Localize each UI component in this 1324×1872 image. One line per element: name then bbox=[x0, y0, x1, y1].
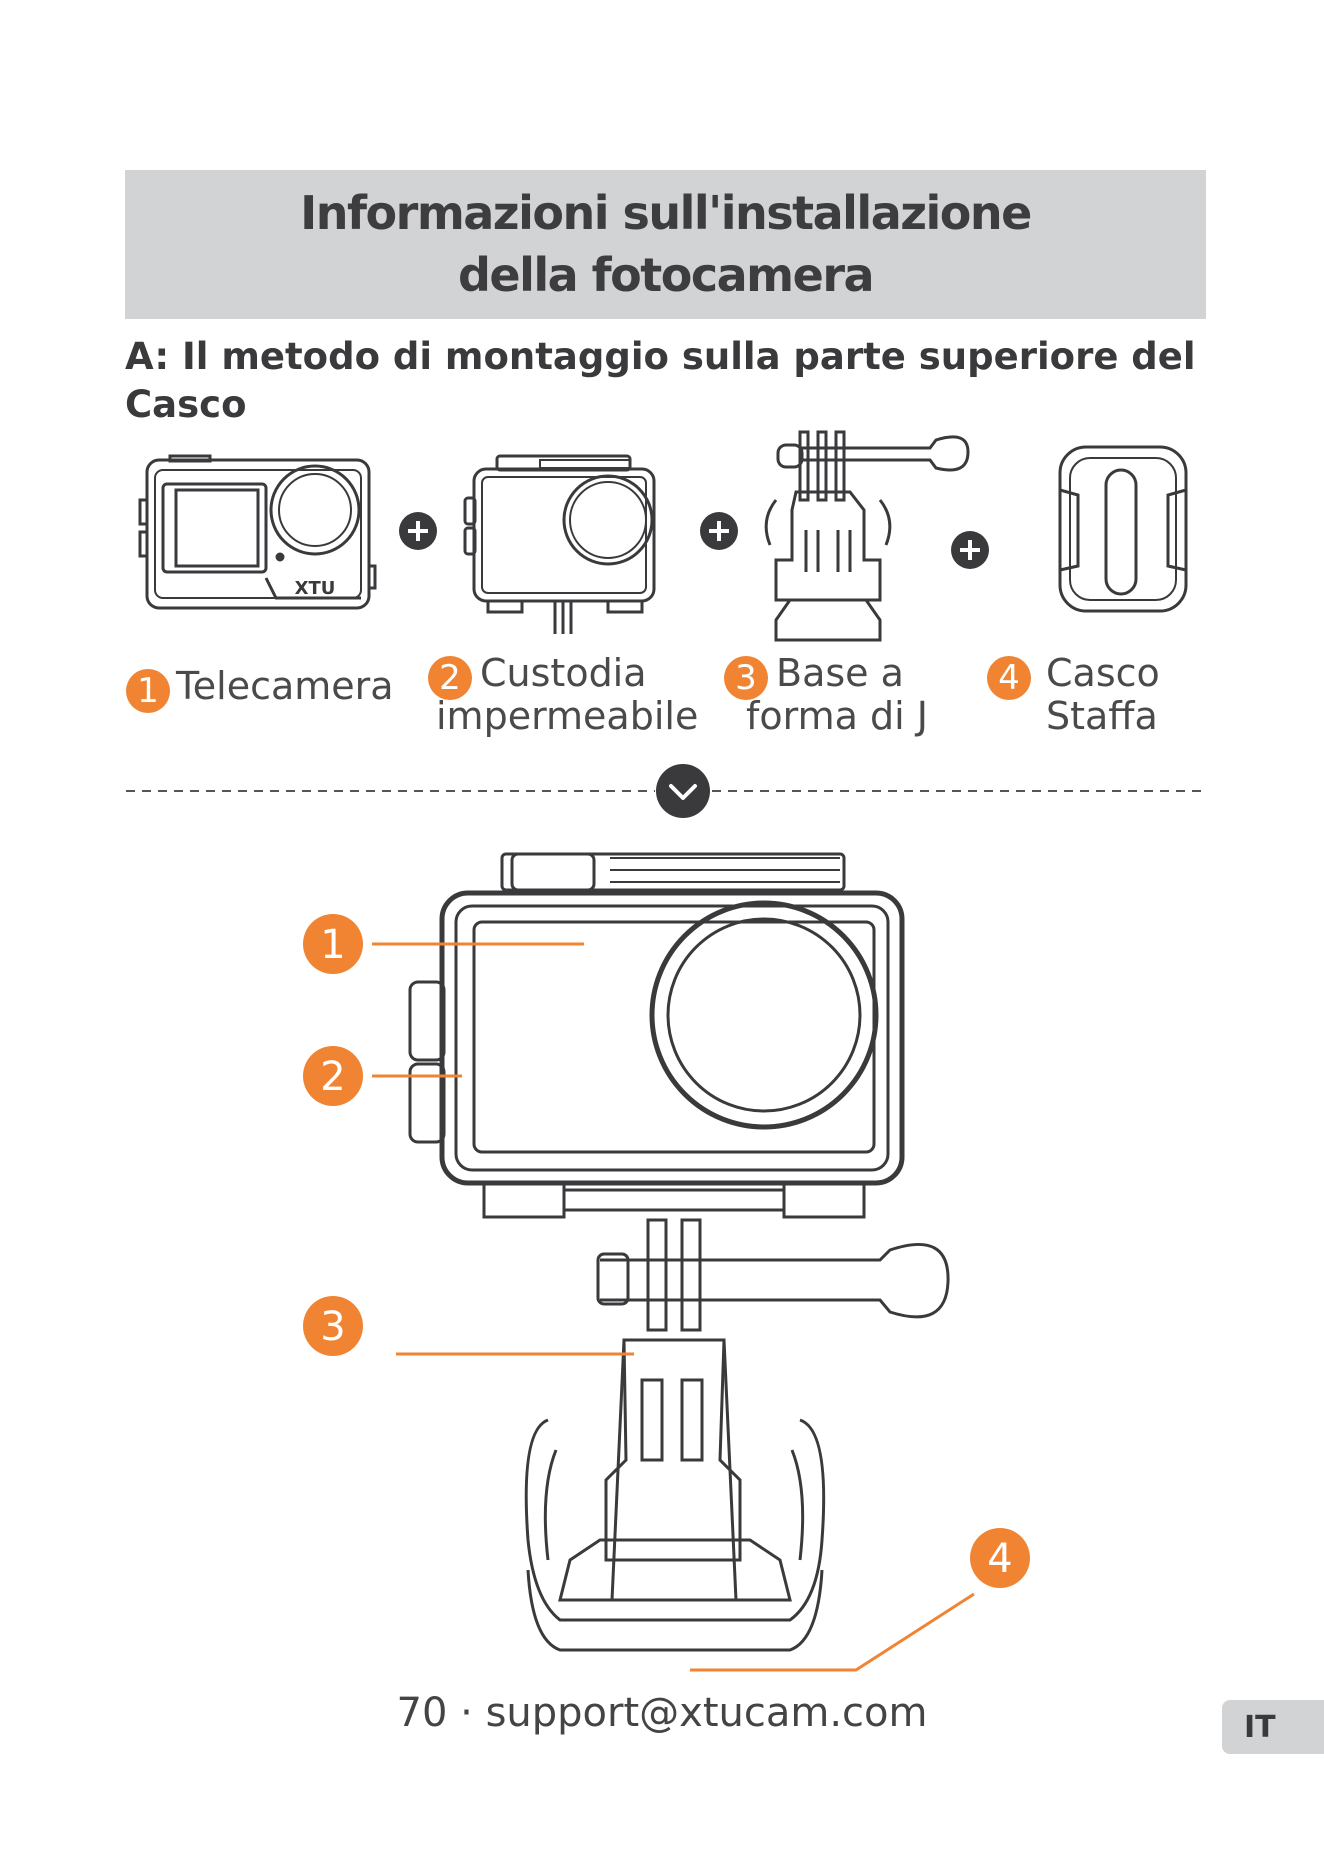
callout-badge: 4 bbox=[970, 1528, 1030, 1588]
component-label-line2: impermeabile bbox=[436, 695, 698, 738]
callout-number: 4 bbox=[987, 1536, 1012, 1582]
callout-line bbox=[690, 1594, 974, 1670]
callout-badge: 2 bbox=[303, 1046, 363, 1106]
helmet-mount-illustration bbox=[1060, 447, 1186, 611]
language-label: IT bbox=[1222, 1700, 1324, 1756]
callout-number: 3 bbox=[320, 1304, 345, 1350]
component-number-badge: 1 bbox=[126, 669, 170, 713]
callout-number: 2 bbox=[320, 1054, 345, 1100]
camera-brand-logo: XTU bbox=[295, 578, 336, 599]
divider-with-chevron bbox=[0, 760, 1324, 820]
footer-page-contact: 70 · support@xtucam.com bbox=[0, 1690, 1324, 1736]
plus-icon bbox=[399, 512, 437, 550]
component-number-badge: 4 bbox=[987, 656, 1031, 700]
component-label: Base a bbox=[776, 652, 904, 695]
assembled-mount-diagram: 1 2 3 4 bbox=[0, 840, 1324, 1690]
component-label: Telecamera bbox=[176, 665, 394, 708]
camera-illustration bbox=[140, 456, 375, 608]
language-tab: IT bbox=[1222, 1700, 1324, 1754]
component-label-line2: Staffa bbox=[1046, 695, 1158, 738]
components-illustration-row: XTU bbox=[0, 0, 1324, 760]
j-base-illustration bbox=[766, 432, 968, 640]
plus-icon bbox=[951, 531, 989, 569]
callout-badge: 1 bbox=[303, 914, 363, 974]
chevron-down-circle-icon bbox=[656, 764, 710, 818]
callout-number: 1 bbox=[320, 922, 345, 968]
component-label: Custodia bbox=[480, 652, 647, 695]
callout-badge: 3 bbox=[303, 1296, 363, 1356]
component-label: Casco bbox=[1046, 652, 1160, 695]
plus-icon bbox=[700, 512, 738, 550]
waterproof-housing-illustration bbox=[465, 456, 654, 634]
component-label-line2: forma di J bbox=[746, 695, 928, 738]
